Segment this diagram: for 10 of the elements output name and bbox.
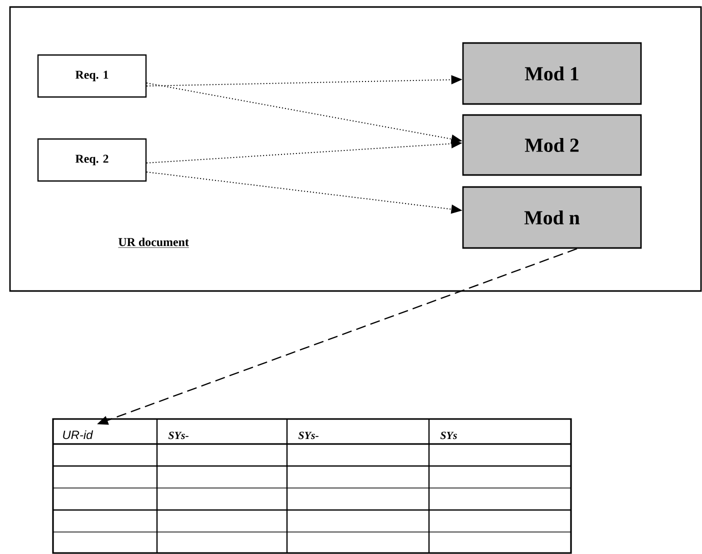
column-header: SYs- <box>168 432 188 440</box>
requirement-box: Req. 2 <box>37 138 147 182</box>
column-header: SYs <box>440 432 457 440</box>
column-header: SYs- <box>298 432 318 440</box>
module-box: Mod 2 <box>462 114 642 176</box>
module-box: Mod 1 <box>462 42 642 105</box>
table <box>52 418 572 554</box>
module-box: Mod n <box>462 186 642 249</box>
column-header: UR-id <box>63 430 94 440</box>
requirement-box: Req. 1 <box>37 54 147 98</box>
